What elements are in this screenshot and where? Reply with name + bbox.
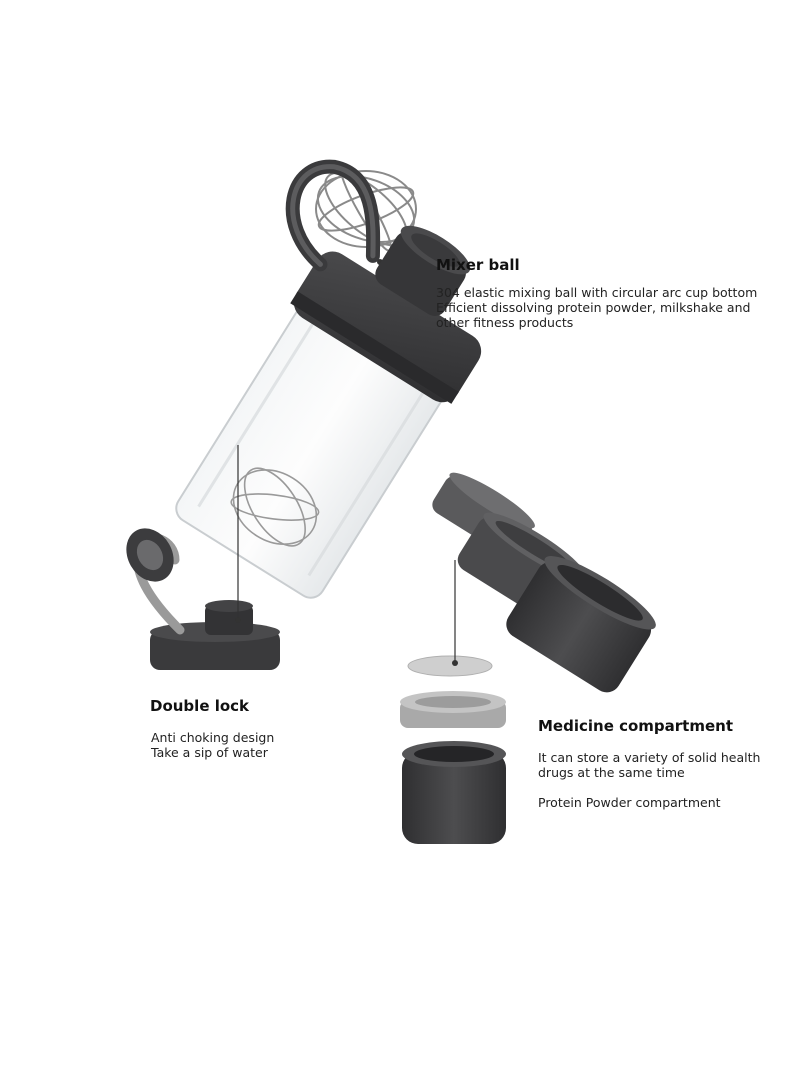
double-lock-lid-icon xyxy=(126,528,280,670)
double-lock-title: Double lock xyxy=(150,697,250,715)
mixer-ball-description-line-1: 304 elastic mixing ball with circular ar… xyxy=(436,285,758,300)
medicine-pointer xyxy=(452,560,458,666)
mixer-ball-description-line-2: Efficient dissolving protein powder, mil… xyxy=(436,300,751,315)
double-lock-description-line-2: Take a sip of water xyxy=(151,745,268,760)
double-lock-description-line-1: Anti choking design xyxy=(151,730,275,745)
double-lock-pointer xyxy=(235,445,241,623)
mixer-ball-description-line-3: other fitness products xyxy=(436,315,574,330)
medicine-compartment-description-line-2: drugs at the same time xyxy=(538,765,685,780)
medicine-compartment-title: Medicine compartment xyxy=(538,717,733,735)
compartment-stack xyxy=(432,472,656,693)
mixer-ball-title: Mixer ball xyxy=(436,256,520,274)
medicine-compartment-description-line-1: It can store a variety of solid health xyxy=(538,750,761,765)
bottle-assembly xyxy=(175,159,482,599)
protein-powder-compartment-label: Protein Powder compartment xyxy=(538,795,721,810)
medicine-compartment-icon xyxy=(400,655,506,844)
